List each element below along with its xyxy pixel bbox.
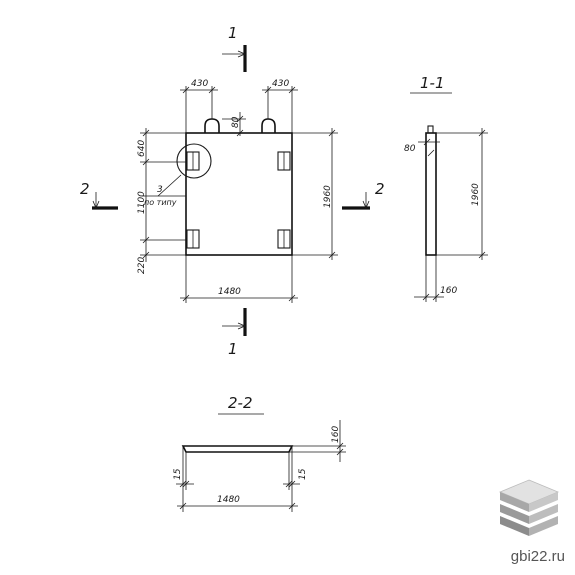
- tick: [288, 480, 296, 488]
- tick: [142, 129, 150, 137]
- tick: [336, 448, 344, 456]
- tick: [182, 294, 190, 302]
- cut-arrowhead-top: [237, 50, 247, 58]
- tick: [328, 251, 336, 259]
- side-mark-right: 2: [375, 180, 385, 198]
- cut-arrowhead-bottom: [237, 322, 247, 330]
- dim-right-chamfer: 15: [298, 468, 308, 480]
- tick: [422, 293, 430, 301]
- tick: [288, 86, 296, 94]
- cut-arrowhead-left: [92, 200, 100, 210]
- tick: [432, 293, 440, 301]
- dim-plan-width: 1480: [217, 495, 240, 505]
- callout-note: по типу: [144, 198, 177, 207]
- tick: [264, 86, 272, 94]
- dim-side-loop: 80: [404, 144, 416, 154]
- layers-icon: [498, 479, 560, 536]
- front-view: 1 1 2 2 3 по типу: [80, 24, 385, 358]
- detail-callout-circle: [176, 143, 212, 179]
- panel-outline: [185, 132, 293, 256]
- tick: [236, 115, 244, 123]
- tick: [478, 129, 486, 137]
- side-loop: [427, 125, 434, 134]
- plan-profile: [181, 445, 294, 453]
- tick: [328, 129, 336, 137]
- dim-loop-right: 430: [272, 79, 289, 89]
- tick: [336, 442, 344, 450]
- tick: [208, 86, 216, 94]
- dim-width: 1480: [218, 287, 241, 297]
- tick: [288, 294, 296, 302]
- section-2-2: 2-2 160 15 15 1480: [173, 394, 346, 512]
- tick: [142, 158, 150, 166]
- tick: [236, 129, 244, 137]
- dim-top: 640: [137, 140, 147, 157]
- tick: [285, 480, 293, 488]
- brand-text[interactable]: gbi22.ru: [510, 548, 565, 565]
- side-mark-left: 2: [80, 180, 90, 198]
- dim-side-thickness: 160: [440, 286, 457, 296]
- dim-side-height: 1960: [471, 183, 481, 206]
- dim-loop-left: 430: [191, 79, 208, 89]
- section-1-1-title: 1-1: [420, 74, 445, 92]
- section-2-2-title: 2-2: [228, 394, 253, 412]
- section-mark-top: 1: [228, 24, 238, 42]
- dim-plan-thickness: 160: [331, 426, 341, 443]
- tick: [478, 251, 486, 259]
- callout-leader: [157, 174, 182, 197]
- tick: [142, 251, 150, 259]
- dim-height: 1960: [323, 185, 333, 208]
- tick: [182, 86, 190, 94]
- lifting-loop-right: [261, 118, 276, 133]
- tick: [288, 502, 296, 510]
- cut-arrowhead-right: [362, 200, 370, 210]
- callout-number: 3: [157, 185, 163, 195]
- dim-loop-height: 80: [231, 116, 241, 128]
- tick: [427, 149, 435, 157]
- tick: [423, 138, 431, 146]
- tick: [179, 502, 187, 510]
- dim-middle: 1100: [137, 191, 147, 214]
- dim-bottom: 220: [137, 257, 147, 274]
- dim-left-chamfer: 15: [173, 468, 183, 480]
- lifting-loop-left: [204, 118, 220, 133]
- tick: [182, 480, 190, 488]
- section-1-1: 1-1 80 1960 160: [404, 74, 488, 302]
- side-profile: [425, 132, 437, 256]
- tick: [179, 480, 187, 488]
- section-mark-bottom: 1: [228, 340, 238, 358]
- tick: [142, 236, 150, 244]
